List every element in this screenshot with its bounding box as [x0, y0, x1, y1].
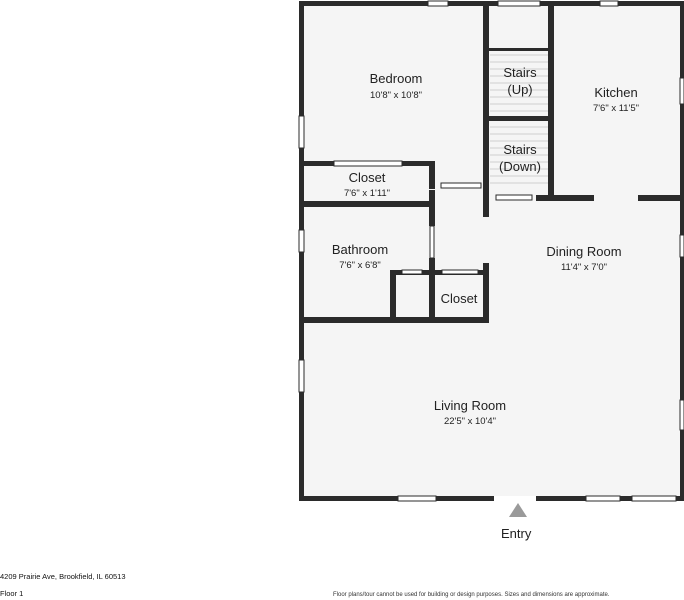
stairs-up-direction: (Up)	[507, 82, 532, 97]
bedroom-dimensions: 10'8" x 10'8"	[370, 90, 422, 101]
stairs-down-label: Stairs	[503, 142, 537, 157]
bathroom-name: Bathroom	[332, 242, 388, 257]
dining-room-name: Dining Room	[546, 244, 621, 259]
kitchen-name: Kitchen	[594, 85, 637, 100]
stairs-up-treads	[490, 54, 548, 112]
floor-label: Floor 1	[0, 589, 24, 598]
stairs-down-direction: (Down)	[499, 159, 541, 174]
closet-upper-dimensions: 7'6" x 1'11"	[344, 188, 390, 199]
dining-room-dimensions: 11'4" x 7'0"	[561, 262, 607, 273]
windows	[298, 0, 684, 502]
living-room-name: Living Room	[434, 398, 506, 413]
bathroom-dimensions: 7'6" x 6'8"	[339, 260, 381, 271]
floor-area	[303, 5, 681, 497]
stairs-up-label: Stairs	[503, 65, 537, 80]
living-room-dimensions: 22'5" x 10'4"	[444, 416, 496, 427]
bedroom-name: Bedroom	[370, 71, 423, 86]
disclaimer-text: Floor plans/tour cannot be used for buil…	[333, 592, 610, 598]
kitchen-dimensions: 7'6" x 11'5"	[593, 103, 639, 114]
stairs-down-treads	[490, 126, 548, 184]
entry-arrow-icon	[509, 503, 527, 517]
address-text: 4209 Prairie Ave, Brookfield, IL 60513	[0, 572, 126, 581]
entry-label: Entry	[501, 526, 532, 541]
closet-upper-name: Closet	[349, 170, 386, 185]
entry-opening	[494, 496, 536, 501]
closet-lower-name: Closet	[441, 291, 478, 306]
